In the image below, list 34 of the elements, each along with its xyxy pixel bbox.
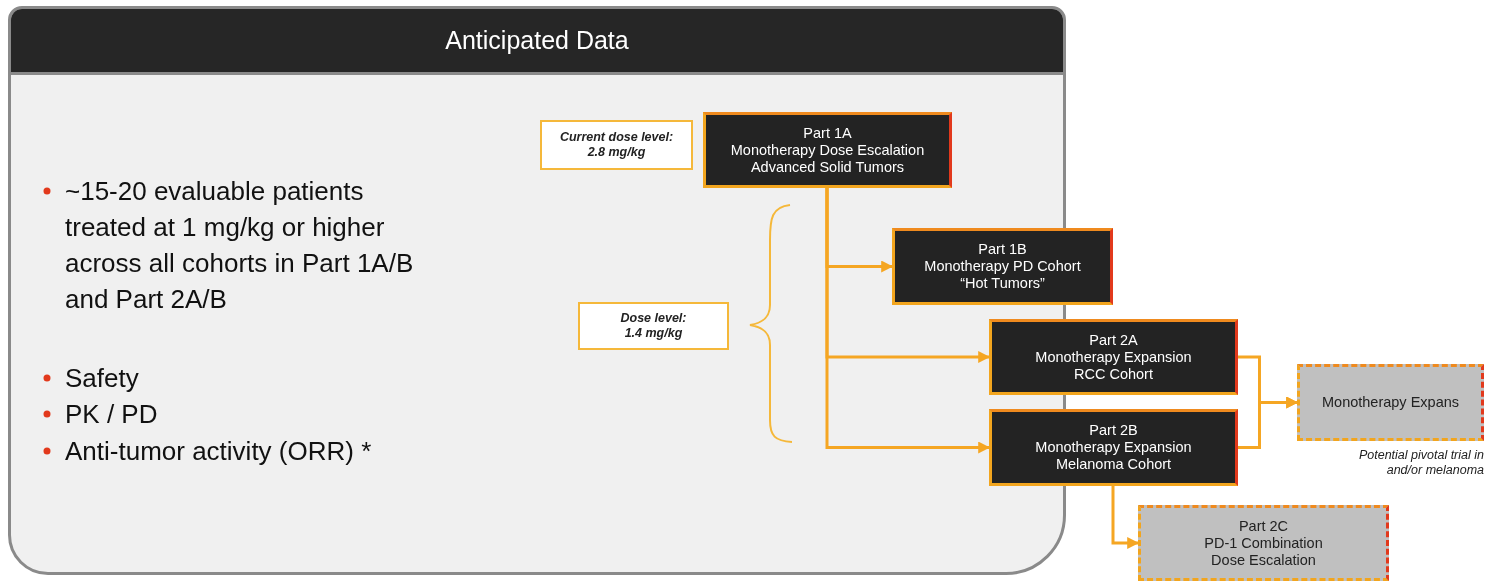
- box-text: PD-1 Combination: [1204, 534, 1323, 552]
- box-text: Monotherapy PD Cohort: [924, 258, 1081, 275]
- arrow: [825, 188, 991, 454]
- box-text: Part 2C: [1238, 517, 1289, 535]
- note-text: Potential pivotal trial in and/or melanoma: [1357, 448, 1484, 478]
- box-text: “Hot Tumors”: [960, 275, 1045, 292]
- planned-stage-box: [1138, 505, 1389, 581]
- box-text: Dose Escalation: [1211, 551, 1316, 569]
- box-text: Monotherapy Expans: [1322, 394, 1459, 411]
- bullet-text: Anti-tumor activity (ORR) *: [65, 435, 373, 468]
- arrow: [1111, 486, 1140, 549]
- box-text: Advanced Solid Tumors: [750, 158, 905, 176]
- dose-note-box: [540, 120, 693, 170]
- bullet-text: PK / PD: [65, 398, 159, 431]
- box-text: Part 1A: [803, 124, 852, 142]
- planned-stage-box: [1297, 364, 1484, 441]
- box-text: Monotherapy Expansion: [1035, 348, 1192, 366]
- bullet-text: ~15-20 evaluable patients treated at 1 mg/kg or higher across all cohorts in Part 1A/B and Part 2A/B: [65, 175, 415, 316]
- trial-stage-box: [703, 112, 952, 188]
- box-text: RCC Cohort: [1074, 365, 1153, 383]
- box-text: Monotherapy Dose Escalation: [730, 141, 925, 159]
- box-text: Monotherapy Expansion: [1035, 439, 1192, 456]
- trial-stage-box: [989, 409, 1238, 486]
- box-text: Part 2B: [1089, 422, 1138, 439]
- box-text: Current dose level: 2.8 mg/kg: [558, 130, 675, 160]
- panel-title: Anticipated Data: [11, 9, 1063, 75]
- trial-stage-box: [892, 228, 1113, 305]
- box-text: Melanoma Cohort: [1055, 456, 1172, 473]
- dose-note-box: [578, 302, 729, 350]
- bullet-text: Safety: [65, 362, 140, 395]
- box-text: Dose level: 1.4 mg/kg: [619, 311, 688, 341]
- box-text: Part 1B: [978, 241, 1027, 258]
- trial-stage-box: [989, 319, 1238, 395]
- box-text: Part 2A: [1089, 331, 1138, 349]
